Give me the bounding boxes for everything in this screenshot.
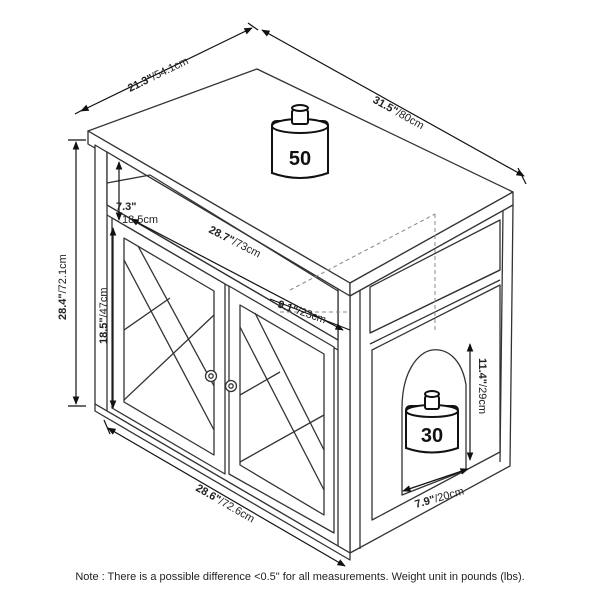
measurement-note: Note : There is a possible difference <0… <box>75 571 525 583</box>
dim-door-height: 18.5"/47cm <box>98 287 110 344</box>
dim-opening-height: 11.4"/29cm <box>476 358 488 414</box>
dim-top-width: 31.5"/80cm <box>371 94 426 132</box>
dimension-lines <box>68 22 527 567</box>
dim-shelf-height-imperial: 7.3" <box>116 201 137 213</box>
weight-icon-30 <box>405 390 459 454</box>
dim-shelf-height-metric: 18.5cm <box>122 214 158 226</box>
dim-height: 28.4"/72.1cm <box>57 254 69 320</box>
weight-value-50: 50 <box>289 148 311 170</box>
dim-top-depth: 21.3"/54.1cm <box>126 55 190 95</box>
weight-value-30: 30 <box>421 425 443 447</box>
